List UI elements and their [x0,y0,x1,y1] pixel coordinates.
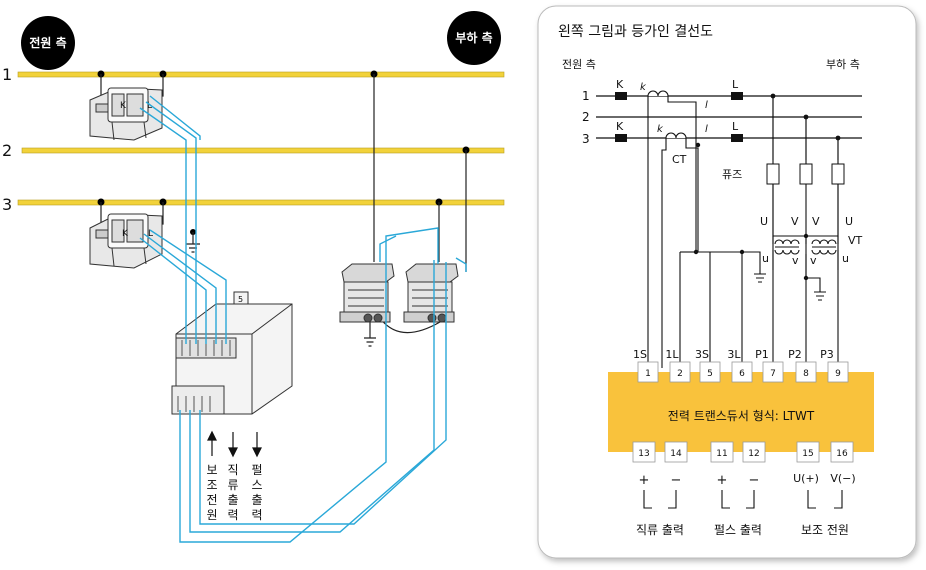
cyan-wiring [139,95,467,543]
pulse-output-char-2: 스 [251,478,262,492]
equivalent-diagram-panel: 왼쪽 그림과 등가인 결선도 전원 측 부하 측 1 2 3 K L K L k… [537,5,917,559]
terminal-9: 9 [835,369,841,379]
transducer-model: 전력 트랜스듀서 형식: LTWT [668,409,815,423]
load-side-label: 부하 측 [455,30,492,45]
terminal-14: 14 [670,449,682,459]
dc-output-char-1: 직 [227,463,238,477]
ct1-l-label: l [705,100,708,111]
aux-power-char-3: 전 [206,493,217,507]
line-number-2: 2 [2,141,12,160]
voltage-transformer-2 [403,263,459,323]
polarity-15: U(+) [793,472,819,485]
terminal-13: 13 [638,449,649,459]
vt-u-right: u [842,252,849,265]
polarity-11: + [717,473,728,488]
top-label-P1: P1 [755,348,769,361]
terminal-12: 12 [748,449,759,459]
terminal-6: 6 [739,369,745,379]
dc-output-char-4: 력 [227,508,238,522]
fuse-label: 퓨즈 [722,168,742,181]
vt-U-right: U [845,215,853,228]
bus-bar-3 [17,199,505,206]
group-aux-power: 보조 전원 [801,523,849,537]
ct3-l-mark: L [148,229,153,239]
transducer-block [608,372,874,452]
ct3-k-mark: K [122,229,129,239]
vt-v-left: v [792,254,799,267]
line-number-3: 3 [2,195,12,214]
pulse-output-char-3: 출 [251,493,262,507]
source-side-label: 전원 측 [29,35,66,50]
current-transformer-3 [89,213,163,269]
terminal-7: 7 [770,369,776,379]
panel-line-1: 1 [582,89,590,103]
voltage-transformer-1 [339,263,395,323]
pulse-output-char-1: 펄 [251,463,262,477]
transducer-unit [171,291,293,415]
top-label-P2: P2 [788,348,802,361]
terminal-15: 15 [802,449,813,459]
ct3-k-label: k [657,124,664,135]
group-pulse-output: 펄스 출력 [714,523,762,537]
load-side-badge [447,11,501,65]
top-label-1S: 1S [633,348,647,361]
unit-number: 5 [238,295,243,304]
ct1-l-mark: L [147,101,152,111]
terminal-2: 2 [677,369,683,379]
polarity-16: V(−) [830,472,855,485]
ct1-k-label: k [640,82,647,93]
ct-label: CT [672,153,687,166]
terminal-1: 1 [645,369,651,379]
panel-title: 왼쪽 그림과 등가인 결선도 [558,24,713,40]
aux-power-char-2: 조 [206,478,217,492]
terminal-16: 16 [836,449,848,459]
dc-output-char-2: 류 [227,478,238,492]
panel-load-side: 부하 측 [826,57,860,71]
vt-u-left: u [762,252,769,265]
terminal-11: 11 [716,449,727,459]
vt-label: VT [848,234,863,247]
top-label-3S: 3S [695,348,709,361]
source-side-badge [21,16,75,70]
ct1-K-label: K [616,78,624,91]
vt-V-left: V [791,215,799,228]
ct3-K-label: K [616,120,624,133]
top-label-3L: 3L [727,348,741,361]
ct3-l-label: l [705,124,708,135]
top-label-1L: 1L [665,348,679,361]
polarity-13: + [639,473,650,488]
pulse-output-char-4: 력 [251,508,262,522]
terminal-5: 5 [707,369,713,379]
group-dc-output: 직류 출력 [636,523,684,537]
aux-power-char-1: 보 [206,463,217,477]
vt-v-right: v [810,254,817,267]
aux-power-char-4: 원 [206,508,217,522]
panel-line-3: 3 [582,132,590,146]
vt-U-left: U [760,215,768,228]
bus-bar-2 [21,147,505,154]
polarity-14: − [671,473,682,488]
ct1-k-mark: K [120,101,127,111]
left-illustration: 전원 측 부하 측 1 2 3 [2,11,505,543]
current-transformer-1 [89,87,163,141]
top-label-P3: P3 [820,348,834,361]
terminal-8: 8 [803,369,809,379]
ct3-L-label: L [732,120,739,133]
polarity-12: − [749,473,760,488]
ct1-L-label: L [732,78,739,91]
dc-output-char-3: 출 [227,493,238,507]
line-number-1: 1 [2,65,12,84]
vt-V-right: V [812,215,820,228]
panel-line-2: 2 [582,110,590,124]
bus-bar-1 [17,71,505,78]
panel-source-side: 전원 측 [562,58,596,71]
